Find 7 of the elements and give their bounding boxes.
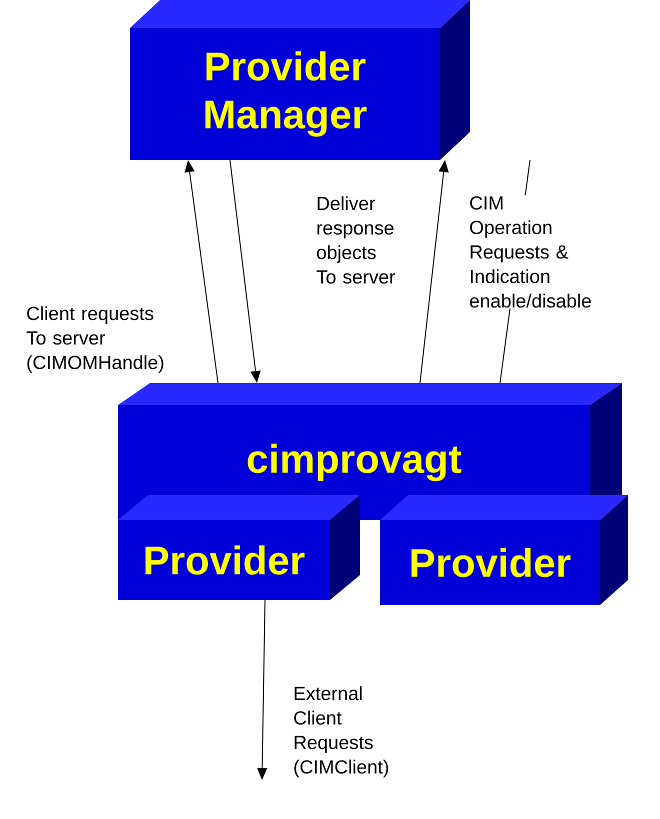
block-box: Provider Manager [130,0,470,160]
edge-label: Client requests To server (CIMOMHandle) [25,305,176,374]
edge-label: CIM Operation Requests & Indication enable/disable [468,195,591,309]
block-box: Provider [380,495,628,605]
edge-label: Deliver response objects To server [315,195,400,285]
block-box: Provider [118,495,360,600]
edge-label: External Client Requests (CIMClient) [292,685,394,778]
